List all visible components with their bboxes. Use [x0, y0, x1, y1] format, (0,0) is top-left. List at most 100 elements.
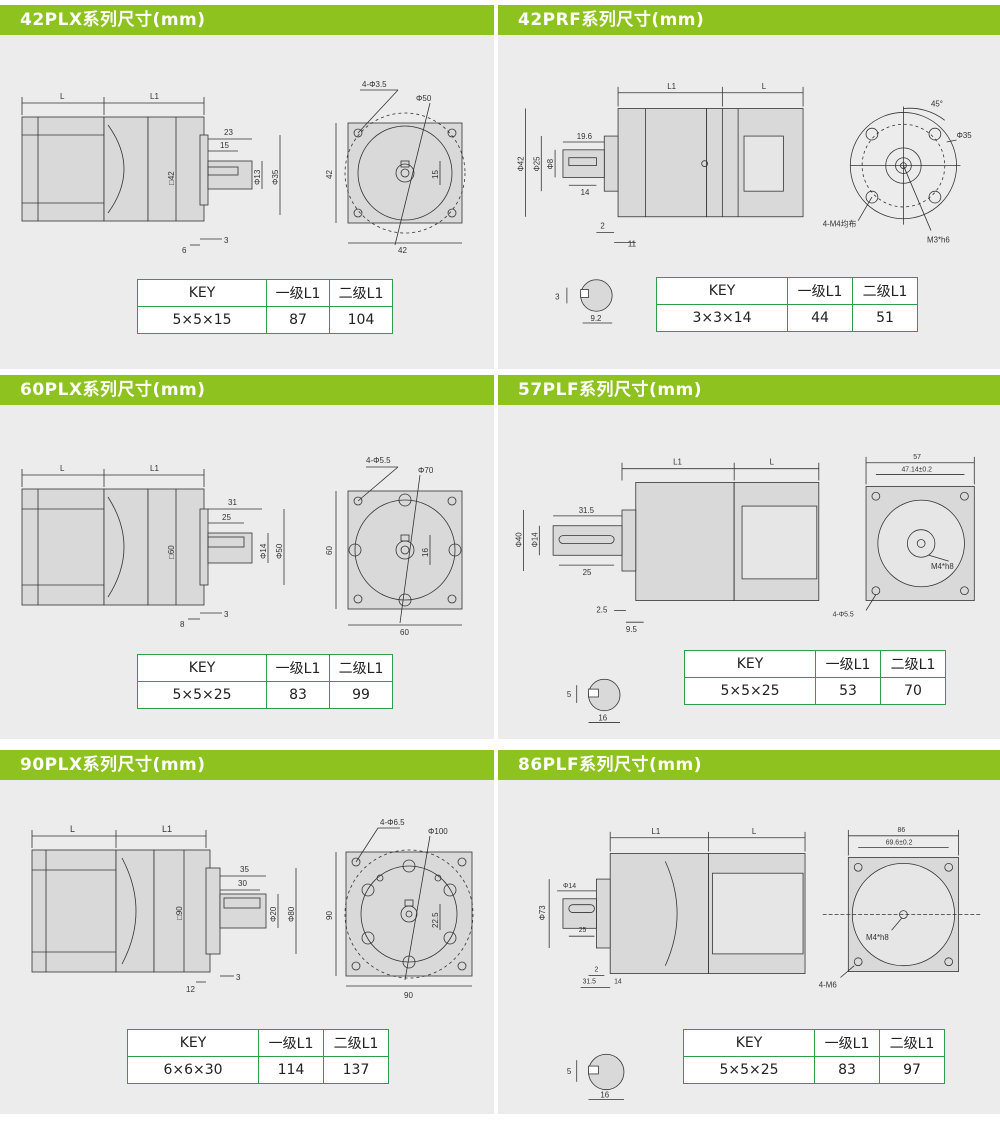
td-l1-1: 83 — [266, 681, 330, 709]
panel-title: 42PLX系列尺寸(mm) — [0, 5, 494, 35]
dim-phi13: Φ13 — [253, 169, 262, 185]
dim-phi42: Φ42 — [517, 156, 526, 171]
td-key: 6×6×30 — [127, 1056, 259, 1084]
dim-holes: 4-Φ3.5 — [362, 80, 387, 89]
dim-key16: 16 — [421, 548, 430, 557]
dim-L: L — [752, 827, 757, 836]
dim-key5: 5 — [567, 690, 572, 699]
th-key: KEY — [683, 1029, 815, 1057]
dim-w90: 90 — [404, 991, 413, 1000]
dim-23: 23 — [224, 128, 233, 137]
dim-holes: 4-M4均布 — [823, 219, 857, 229]
dim-phi50: Φ50 — [416, 94, 432, 103]
panel-42prf: 42PRF系列尺寸(mm) — [498, 5, 1000, 369]
dim-25: 25 — [583, 568, 592, 577]
dim-14: 14 — [581, 188, 590, 197]
dim-6: 6 — [182, 246, 187, 255]
td-l1-2: 104 — [329, 306, 393, 334]
dim-31-5: 31.5 — [583, 978, 597, 985]
dim-thread: M3*h6 — [927, 235, 950, 244]
dimension-drawing: L1 L 31.5 25 Φ40 Φ14 2.5 9.5 57 47.14±0.… — [515, 454, 975, 723]
dim-phi14: Φ14 — [563, 883, 576, 890]
panel-60plx: 60PLX系列尺寸(mm) — [0, 375, 494, 739]
dimension-drawing: L1 L Φ14 25 Φ73 2 31.5 14 86 69.6±0.2 M4… — [538, 827, 981, 1100]
dimension-drawing: L L1 35 30 □90 Φ20 Φ80 12 3 4-Φ6.5 Φ100 … — [31, 818, 474, 1000]
dim-2: 2 — [594, 967, 598, 974]
th-l1-2: 二级L1 — [852, 277, 918, 305]
dim-15: 15 — [220, 141, 229, 150]
th-l1-2: 二级L1 — [323, 1029, 389, 1057]
dim-2-5: 2.5 — [596, 605, 608, 614]
dim-12: 12 — [186, 985, 195, 994]
td-l1-2: 99 — [329, 681, 393, 709]
dim-key22-5: 22.5 — [431, 912, 440, 928]
dim-phi14: Φ14 — [530, 532, 539, 548]
panel-title: 60PLX系列尺寸(mm) — [0, 375, 494, 405]
panel-42plx: 42PLX系列尺寸(mm) — [0, 5, 494, 369]
td-key: 5×5×25 — [684, 677, 816, 705]
panel-title: 57PLF系列尺寸(mm) — [498, 375, 1000, 405]
th-l1-2: 二级L1 — [880, 650, 946, 678]
dim-L: L — [770, 458, 775, 467]
dim-19-6: 19.6 — [577, 132, 593, 141]
dim-L: L — [60, 92, 65, 101]
dim-w60: 60 — [400, 628, 409, 637]
dim-sq42: □42 — [167, 171, 176, 185]
td-l1-1: 114 — [258, 1056, 324, 1084]
dim-57: 57 — [913, 454, 921, 461]
th-l1-1: 一级L1 — [815, 650, 881, 678]
dim-phi14: Φ14 — [259, 543, 268, 559]
dim-L1: L1 — [150, 464, 159, 473]
dimension-drawing: L L1 31 25 □60 Φ14 Φ50 8 3 4-Φ5.5 Φ70 60… — [21, 456, 463, 637]
dim-sq60: □60 — [167, 545, 176, 559]
dim-L1: L1 — [673, 458, 682, 467]
th-key: KEY — [656, 277, 788, 305]
dim-phi73: Φ73 — [538, 905, 547, 921]
th-key: KEY — [137, 279, 267, 307]
dim-w42: 42 — [398, 246, 407, 255]
panel-86plf: 86PLF系列尺寸(mm) — [498, 750, 1000, 1114]
dim-phi35: Φ35 — [271, 169, 280, 185]
dim-phi50: Φ50 — [275, 543, 284, 559]
panel-57plf: 57PLF系列尺寸(mm) — [498, 375, 1000, 739]
dim-3: 3 — [224, 610, 229, 619]
dim-L: L — [70, 824, 75, 834]
dim-L: L — [60, 464, 65, 473]
dim-phi35: Φ35 — [957, 131, 973, 140]
dim-key16: 16 — [598, 714, 607, 723]
dim-holes: 4-Φ5.5 — [833, 611, 854, 618]
dim-3: 3 — [236, 973, 241, 982]
dim-L1: L1 — [150, 92, 159, 101]
panel-title: 42PRF系列尺寸(mm) — [498, 5, 1000, 35]
th-l1-1: 一级L1 — [787, 277, 853, 305]
td-l1-2: 137 — [323, 1056, 389, 1084]
dim-h90: 90 — [325, 911, 334, 920]
th-l1-2: 二级L1 — [879, 1029, 945, 1057]
td-l1-2: 70 — [880, 677, 946, 705]
dim-45deg: 45° — [931, 100, 943, 109]
dim-h60: 60 — [325, 546, 334, 555]
dim-phi8: Φ8 — [546, 158, 555, 169]
dim-31: 31 — [228, 498, 237, 507]
dim-phi40: Φ40 — [515, 532, 524, 548]
dim-thread: M4*h8 — [866, 933, 889, 942]
td-l1-1: 87 — [266, 306, 330, 334]
dim-key3: 3 — [555, 292, 560, 301]
dim-sq90: □90 — [175, 906, 184, 920]
th-l1-1: 一级L1 — [814, 1029, 880, 1057]
dim-25: 25 — [222, 513, 231, 522]
dim-31-5: 31.5 — [579, 506, 595, 515]
dim-phi100: Φ100 — [428, 827, 448, 836]
dim-3: 3 — [224, 236, 229, 245]
dim-86: 86 — [898, 827, 906, 834]
panel-title: 90PLX系列尺寸(mm) — [0, 750, 494, 780]
dim-key9-2: 9.2 — [591, 314, 602, 323]
dim-9-5: 9.5 — [626, 625, 638, 634]
dim-L1: L1 — [667, 82, 676, 91]
th-key: KEY — [127, 1029, 259, 1057]
